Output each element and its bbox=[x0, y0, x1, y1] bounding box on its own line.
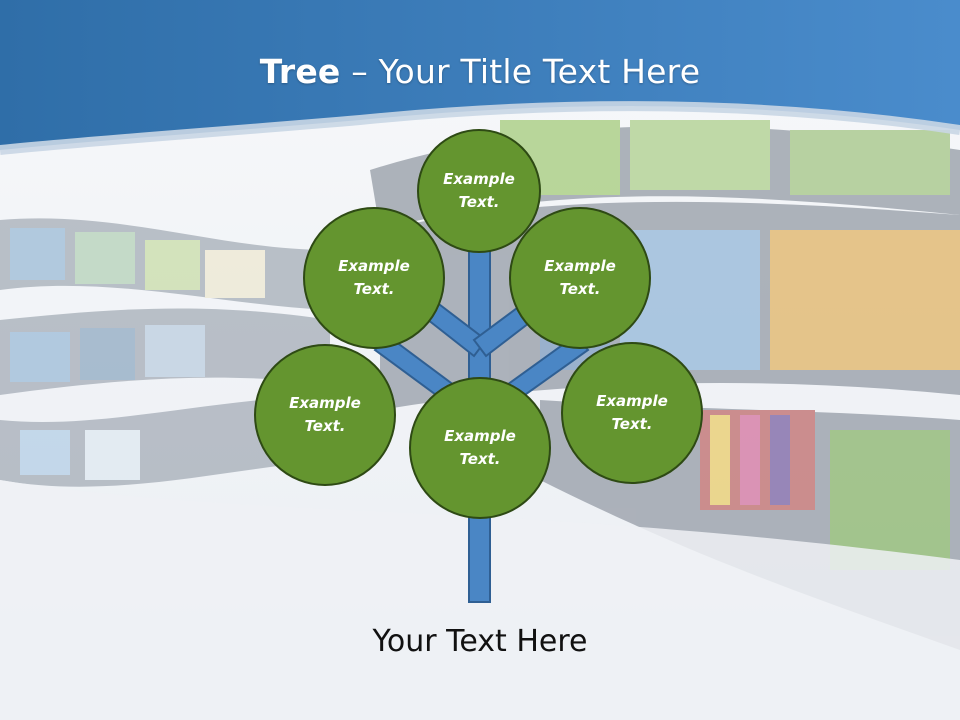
footer-text: Your Text Here bbox=[372, 624, 588, 659]
node-center-line2: Text. bbox=[459, 450, 501, 468]
node-center-line1: Example bbox=[444, 427, 516, 445]
node-top-line1: Example bbox=[443, 170, 515, 188]
node-lower-left-label: Example Text. bbox=[265, 392, 385, 438]
node-upper-left-line1: Example bbox=[338, 257, 410, 275]
node-upper-left-label: Example Text. bbox=[314, 255, 434, 301]
title-bold: Tree bbox=[259, 52, 341, 91]
node-top-line2: Text. bbox=[458, 193, 500, 211]
node-lower-right-label: Example Text. bbox=[572, 390, 692, 436]
node-center-label: Example Text. bbox=[420, 425, 540, 471]
node-upper-right bbox=[509, 207, 651, 349]
slide-title: Tree – Your Title Text Here bbox=[0, 52, 960, 91]
node-center bbox=[409, 377, 551, 519]
node-upper-right-label: Example Text. bbox=[520, 255, 640, 301]
node-lower-right bbox=[561, 342, 703, 484]
node-lower-left bbox=[254, 344, 396, 486]
node-lower-left-line1: Example bbox=[289, 394, 361, 412]
node-top-label: Example Text. bbox=[419, 168, 539, 214]
node-upper-right-line2: Text. bbox=[559, 280, 601, 298]
node-lower-left-line2: Text. bbox=[304, 417, 346, 435]
node-lower-right-line1: Example bbox=[596, 392, 668, 410]
node-top bbox=[417, 129, 541, 253]
node-upper-left-line2: Text. bbox=[353, 280, 395, 298]
node-upper-right-line1: Example bbox=[544, 257, 616, 275]
node-lower-right-line2: Text. bbox=[611, 415, 653, 433]
film-strip-left bbox=[0, 218, 330, 487]
node-upper-left bbox=[303, 207, 445, 349]
title-rest: – Your Title Text Here bbox=[340, 52, 701, 91]
tree-nodes bbox=[254, 129, 703, 519]
